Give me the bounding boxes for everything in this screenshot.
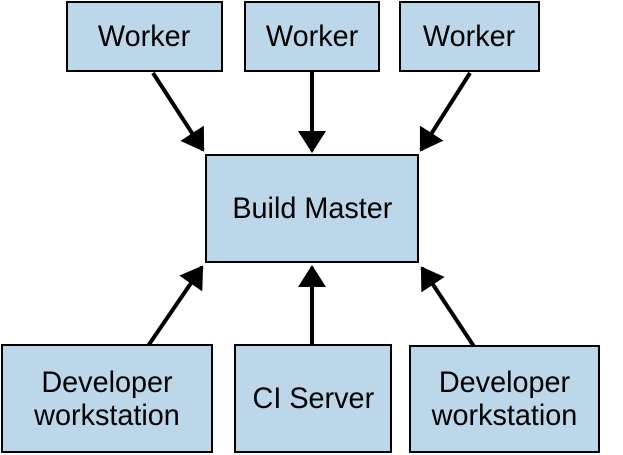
node-developer-workstation-2-label: Developer workstation xyxy=(431,366,578,432)
node-ci-server: CI Server xyxy=(234,344,392,453)
arrow-devws1-to-buildmaster xyxy=(146,265,204,348)
node-worker-3-label: Worker xyxy=(423,20,516,53)
node-developer-workstation-1: Developer workstation xyxy=(1,344,213,453)
node-build-master: Build Master xyxy=(205,154,419,263)
node-worker-2: Worker xyxy=(244,1,380,72)
arrow-devws2-to-buildmaster xyxy=(420,266,477,350)
node-worker-1: Worker xyxy=(66,1,223,72)
node-worker-2-label: Worker xyxy=(265,20,359,53)
arrow-worker1-to-buildmaster xyxy=(151,71,205,152)
node-developer-workstation-2: Developer workstation xyxy=(409,345,600,453)
node-worker-1-label: Worker xyxy=(98,20,191,53)
node-ci-server-label: CI Server xyxy=(252,382,374,415)
node-worker-3: Worker xyxy=(399,1,540,72)
arrow-worker3-to-buildmaster xyxy=(419,71,472,152)
node-build-master-label: Build Master xyxy=(231,192,393,225)
node-developer-workstation-1-label: Developer workstation xyxy=(34,365,180,432)
